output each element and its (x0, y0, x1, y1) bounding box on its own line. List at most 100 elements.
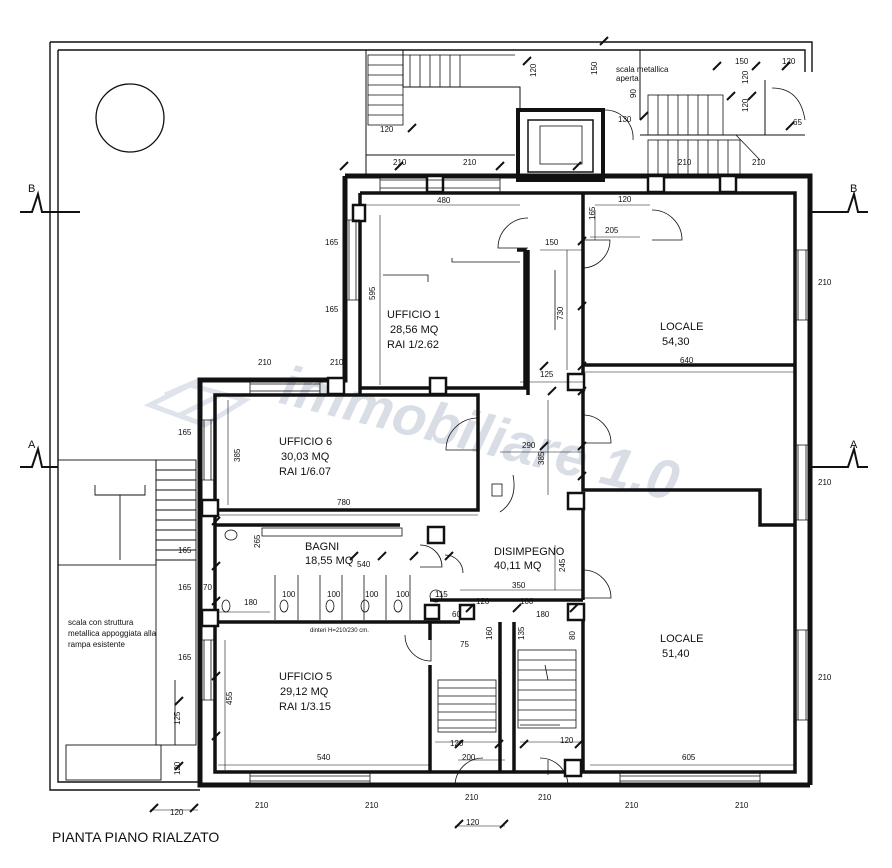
label-col-21: 210 (538, 793, 552, 802)
note-scala-metallica: scala metallica aperta (616, 65, 669, 83)
site-boundary (49, 41, 813, 791)
room-name: DISIMPEGNO (494, 546, 565, 558)
dim-180-b: 180 (536, 610, 550, 619)
dim-150-b: 150 (590, 61, 599, 75)
stair-core-bottom (437, 649, 577, 775)
room-name: UFFICIO 1 (387, 309, 440, 321)
dim-480: 480 (437, 196, 451, 205)
section-markers (20, 190, 868, 468)
dim-135: 135 (517, 626, 526, 640)
label-col-11: 165 (178, 583, 192, 592)
dim-595: 595 (368, 286, 377, 300)
room-ufficio-1: UFFICIO 1 28,56 MQ RAI 1/2.62 (387, 309, 440, 351)
dim-115: 115 (435, 590, 448, 599)
dim-455: 455 (225, 691, 234, 705)
room-rai: RAI 1/2.62 (387, 339, 439, 351)
room-name: LOCALE (660, 633, 703, 645)
dim-100-b: 100 (282, 590, 296, 599)
column-code-labels: 210 210 210 210 210 210 165 165 165 165 … (178, 158, 832, 810)
dim-65: 65 (793, 118, 802, 127)
room-area: 40,11 MQ (494, 560, 542, 572)
note-line-1: scala metallica (616, 65, 669, 74)
dim-120-h: 120 (741, 70, 750, 84)
dim-80: 80 (568, 631, 577, 640)
dim-120-i: 120 (741, 98, 750, 112)
room-name: UFFICIO 6 (279, 436, 332, 448)
dim-385-b: 385 (537, 451, 546, 465)
room-area: 28,56 MQ (390, 324, 439, 336)
dim-90-a: 90 (629, 89, 638, 98)
dim-175: 75 (460, 640, 469, 649)
label-col-7: 165 (325, 238, 339, 247)
room-name: UFFICIO 5 (279, 671, 332, 683)
dim-730: 730 (556, 306, 565, 320)
dim-290: 290 (522, 441, 536, 450)
label-col-18: 210 (625, 801, 639, 810)
dim-200: 200 (462, 753, 476, 762)
elevator-shaft (516, 108, 605, 182)
dim-780: 780 (337, 498, 351, 507)
label-col-20: 210 (465, 793, 479, 802)
dim-540-a: 540 (357, 560, 371, 569)
label-col-8: 165 (325, 305, 339, 314)
dim-245: 245 (558, 558, 567, 572)
room-area: 18,55 MQ (305, 555, 354, 567)
room-area: 54,30 (662, 336, 690, 348)
dim-150-c: 150 (735, 57, 749, 66)
label-col-19: 210 (735, 801, 749, 810)
label-col-13: 210 (818, 278, 832, 287)
room-disimpegno: DISIMPEGNO 40,11 MQ (494, 546, 565, 572)
room-area: 30,03 MQ (281, 451, 330, 463)
note-line-3: rampa esistente (68, 640, 125, 649)
label-col-1: 210 (393, 158, 407, 167)
note-bagni-door: dinteri H=210/230 cm. (310, 628, 369, 634)
room-bagni: BAGNI 18,55 MQ (305, 541, 354, 567)
dimension-labels: 480 595 150 205 120 730 640 125 385 290 … (170, 57, 802, 827)
stair-top-left (367, 54, 515, 126)
bathroom-fixtures (221, 483, 503, 620)
windows (200, 176, 810, 785)
dim-100-a: 100 (520, 597, 534, 606)
label-col-15: 210 (818, 673, 832, 682)
door-swings (383, 109, 683, 787)
stair-top-right (647, 87, 806, 179)
room-rai: RAI 1/3.15 (279, 701, 331, 713)
room-locale-2: LOCALE 51,40 (660, 633, 703, 660)
dim-60: 60 (452, 610, 461, 619)
dim-205: 205 (605, 226, 619, 235)
plan-title: PIANTA PIANO RIALZATO (52, 829, 219, 845)
dim-120-k: 120 (170, 808, 184, 817)
label-col-5: 210 (258, 358, 272, 367)
dim-125-b: 125 (173, 711, 182, 725)
dim-160: 160 (485, 626, 494, 640)
section-mark-a-right: A (850, 439, 858, 451)
room-ufficio-5: UFFICIO 5 29,12 MQ RAI 1/3.15 (279, 671, 332, 713)
dim-150: 150 (545, 238, 559, 247)
label-col-9: 165 (178, 428, 192, 437)
pillars (200, 174, 738, 778)
note-line-1: scala con struttura (68, 618, 134, 627)
terrace-lines (365, 50, 805, 175)
room-area: 29,12 MQ (280, 686, 329, 698)
dim-130: 130 (618, 115, 632, 124)
room-area: 51,40 (662, 648, 690, 660)
note-scala-struttura: scala con struttura metallica appoggiata… (68, 618, 157, 649)
dim-70: 70 (203, 583, 212, 592)
label-col-14: 210 (818, 478, 832, 487)
dim-120-f: 120 (529, 63, 538, 77)
label-col-3: 210 (678, 158, 692, 167)
label-col-17: 210 (365, 801, 379, 810)
dim-120-l: 120 (466, 818, 480, 827)
dim-640-a: 640 (680, 356, 694, 365)
label-col-2: 210 (463, 158, 477, 167)
dimension-lines (150, 204, 795, 827)
dim-120-g: 120 (782, 57, 796, 66)
dim-165: 165 (588, 206, 597, 220)
left-stair-structure (57, 459, 197, 781)
dim-605: 605 (682, 753, 696, 762)
dim-120-a: 120 (618, 195, 632, 204)
dim-540-b: 540 (317, 753, 331, 762)
room-ufficio-6: UFFICIO 6 30,03 MQ RAI 1/6.07 (279, 436, 332, 478)
note-line-2: aperta (616, 74, 639, 83)
